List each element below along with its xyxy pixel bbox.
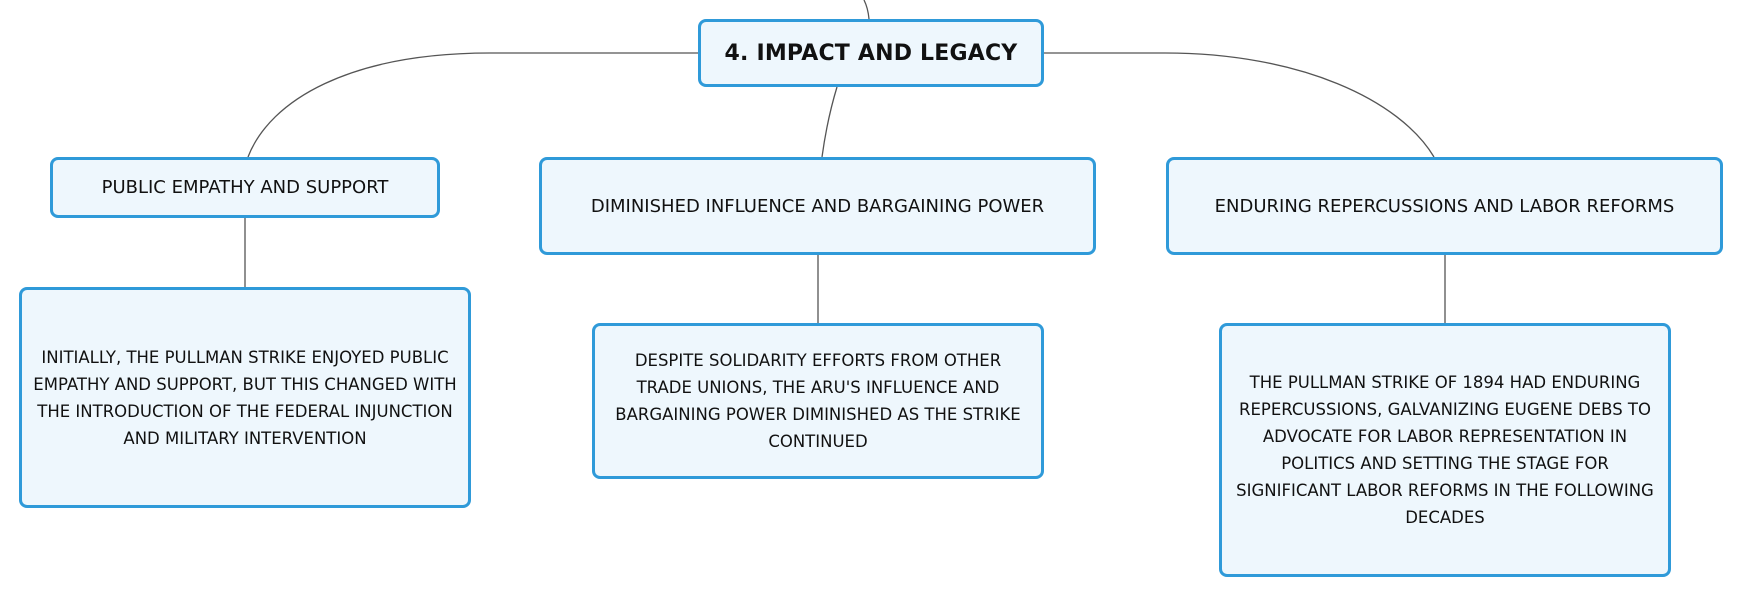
detail-node-diminished-influence[interactable]: DESPITE SOLIDARITY EFFORTS FROM OTHER TR…	[592, 323, 1044, 479]
branch-node-enduring-repercussions[interactable]: ENDURING REPERCUSSIONS AND LABOR REFORMS	[1166, 157, 1723, 255]
connector-root-to-branch-2	[821, 86, 838, 158]
detail-node-public-empathy[interactable]: INITIALLY, THE PULLMAN STRIKE ENJOYED PU…	[19, 287, 471, 508]
branch-node-label: PUBLIC EMPATHY AND SUPPORT	[101, 177, 389, 198]
root-node[interactable]: 4. IMPACT AND LEGACY	[698, 19, 1044, 87]
detail-node-text: THE PULLMAN STRIKE OF 1894 HAD ENDURING …	[1236, 373, 1654, 527]
branch-node-diminished-influence[interactable]: DIMINISHED INFLUENCE AND BARGAINING POWE…	[539, 157, 1096, 255]
detail-node-enduring-repercussions[interactable]: THE PULLMAN STRIKE OF 1894 HAD ENDURING …	[1219, 323, 1671, 577]
detail-node-text: INITIALLY, THE PULLMAN STRIKE ENJOYED PU…	[33, 347, 457, 448]
root-node-label: 4. IMPACT AND LEGACY	[724, 40, 1018, 66]
connector-root-to-branch-3	[1044, 52, 1435, 158]
branch-node-public-empathy[interactable]: PUBLIC EMPATHY AND SUPPORT	[50, 157, 440, 218]
branch-node-label: DIMINISHED INFLUENCE AND BARGAINING POWE…	[590, 195, 1045, 217]
detail-node-text: DESPITE SOLIDARITY EFFORTS FROM OTHER TR…	[615, 351, 1021, 451]
connector-parent-to-root	[863, 0, 870, 20]
connector-root-to-branch-1	[247, 52, 698, 158]
branch-node-label: ENDURING REPERCUSSIONS AND LABOR REFORMS	[1214, 195, 1675, 217]
